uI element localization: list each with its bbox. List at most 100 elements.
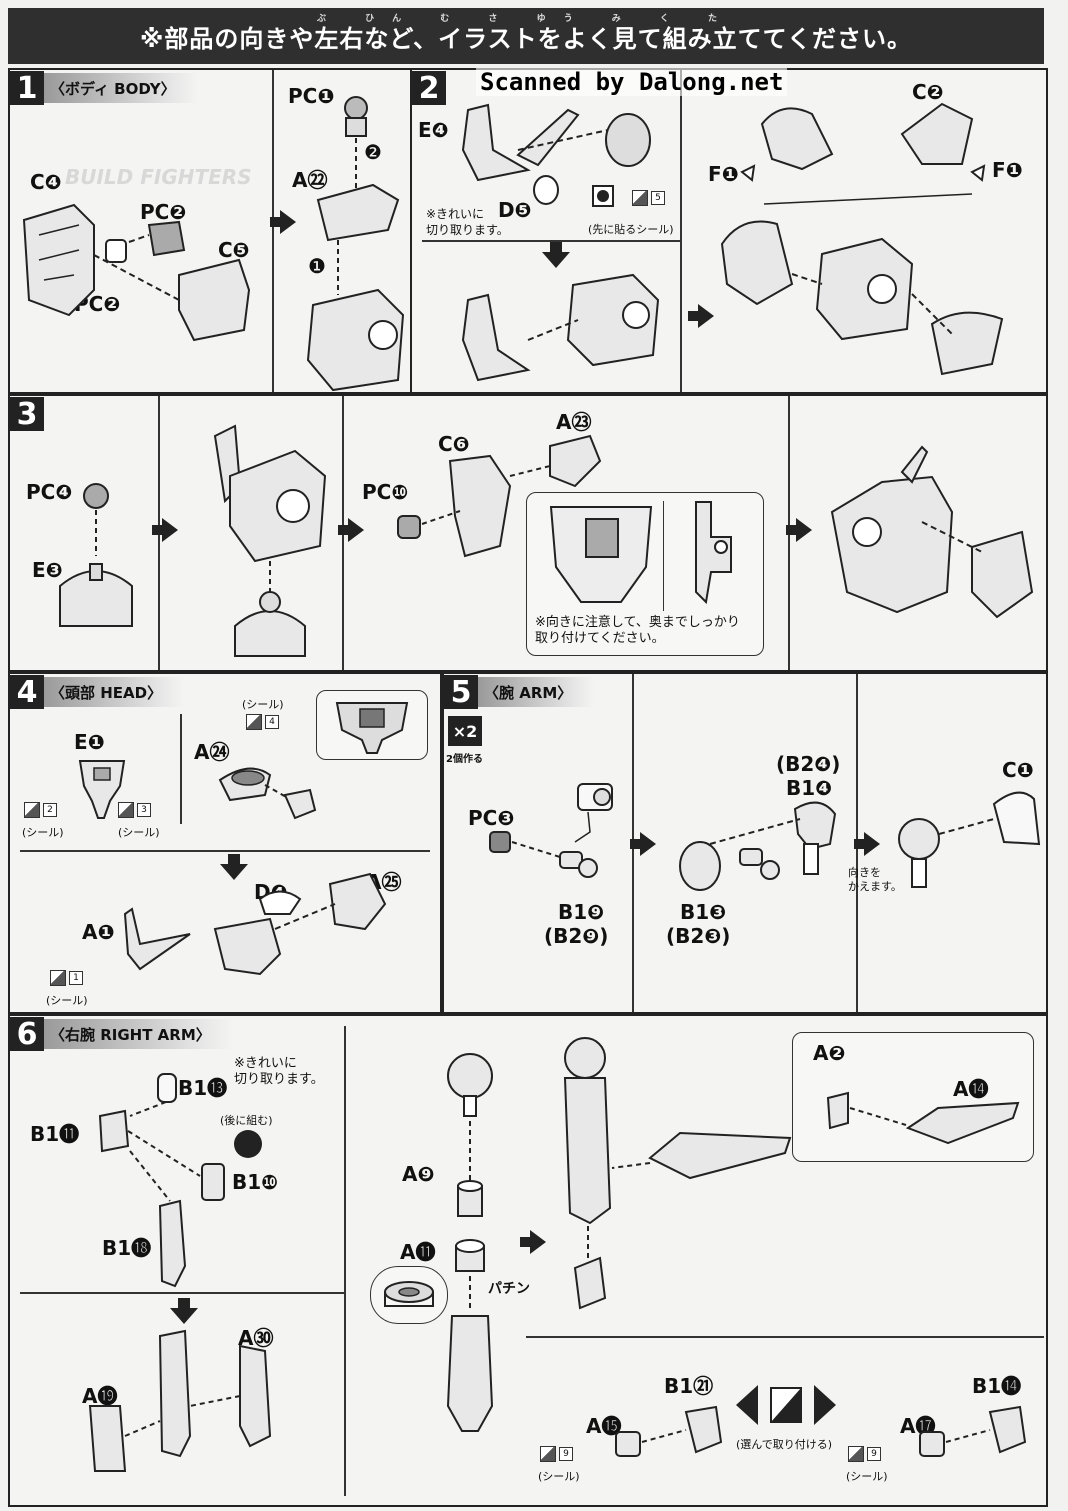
step-1-bg-text: BUILD FIGHTERS (65, 165, 252, 189)
note-seal-first: (先に貼るシール) (588, 223, 674, 236)
step-2-divider (680, 70, 682, 392)
seal-caption-9-left: (シール) (538, 1470, 580, 1483)
step-4-header: 4 〈頭部 HEAD〉 (10, 674, 185, 710)
make-two-note: 2個作る (446, 754, 483, 765)
weapon-detail-inset: A❷ A⓮ (792, 1032, 1034, 1162)
step-3-arrow-3 (786, 518, 812, 542)
choose-either-icon (736, 1385, 836, 1425)
seal-caption-4: (シール) (242, 698, 284, 711)
elbow-detail-drawing (384, 1281, 434, 1307)
step-6-divider-3 (526, 1336, 1044, 1338)
step-1-header: 1 〈ボディ BODY〉 (10, 70, 198, 106)
step-5-header: 5 〈腕 ARM〉 (444, 674, 595, 710)
sticker-icon (848, 1446, 864, 1462)
sticker-4: 4 (246, 714, 279, 730)
label-pc4: PC❹ (26, 480, 73, 504)
step-2-panel: 2 E❹ D❺ ※きれいに 切り取ります。 (先に貼るシール) 5 C❷ (410, 68, 1048, 394)
step-5-title: 〈腕 ARM〉 (478, 677, 595, 707)
head-frame-drawing (461, 103, 651, 207)
label-a9: A❾ (402, 1162, 435, 1186)
label-e3: E❸ (32, 558, 63, 582)
body-front-part-drawing (22, 203, 251, 342)
label-e1: E❶ (74, 730, 105, 754)
note-choose: (選んで取り付ける) (736, 1438, 833, 1451)
step-5-arrow-1 (630, 832, 656, 856)
sticker-icon (118, 802, 134, 818)
inset-divider (663, 501, 664, 611)
label-b29: (B2❾) (544, 924, 609, 948)
seal-caption-9-right: (シール) (846, 1470, 888, 1483)
face-detail-drawing (335, 702, 409, 754)
sticker-number: 5 (651, 191, 665, 205)
step-2-arrow (688, 304, 714, 328)
elbow-detail-inset (370, 1266, 448, 1324)
sticker-number: 9 (867, 1447, 881, 1461)
label-pc10: PC❿ (362, 480, 409, 504)
step-4-title: 〈頭部 HEAD〉 (44, 677, 185, 707)
label-b114: B1⓮ (972, 1374, 1022, 1398)
sticker-9-right: 9 (848, 1446, 881, 1462)
note-caution: ※向きに注意して、奥までしっかり 取り付けてください。 (535, 615, 740, 646)
step-2-number: 2 (412, 71, 446, 106)
head-on-neck-drawing (213, 424, 327, 657)
label-b113: B1⓭ (178, 1076, 228, 1100)
note-clean-cut-2: ※きれいに 切り取ります。 (426, 207, 509, 237)
seal-caption-2: (シール) (22, 826, 64, 839)
label-b110: B1❿ (232, 1170, 279, 1194)
head-assembly-drawing (461, 273, 660, 382)
head-crest-drawing (218, 767, 317, 820)
body-core-drawing (306, 96, 405, 392)
label-a2: A❷ (813, 1041, 846, 1065)
face-detail-inset (316, 690, 428, 760)
label-f1-right: F❶ (992, 158, 1023, 182)
label-e4: E❹ (418, 118, 449, 142)
seal-caption-1: (シール) (46, 994, 88, 1007)
label-pc3: PC❸ (468, 806, 515, 830)
step-3-header: 3 (10, 396, 44, 432)
label-b121: B1㉑ (664, 1374, 714, 1398)
head-torso-assembly-drawing (830, 445, 1034, 619)
label-b13: B1❸ (680, 900, 727, 924)
sticker-number: 2 (43, 803, 57, 817)
label-c4: C❹ (30, 170, 62, 194)
label-pc1: PC❶ (288, 84, 335, 108)
step-6-divider-1 (344, 1026, 346, 1496)
make-two-badge: ×2 (448, 716, 482, 746)
step-2-down-arrow (542, 242, 570, 268)
sticker-number: 9 (559, 1447, 573, 1461)
scanner-watermark: Scanned by Dalong.net (476, 68, 788, 96)
label-c5: C❺ (218, 238, 250, 262)
step-3-number: 3 (10, 397, 44, 432)
note-turn: 向きを かえます。 (848, 866, 902, 893)
warning-banner: ぶ ひん む さ ゆう み く た ※部品の向きや左右など、イラストをよく見て組… (8, 8, 1044, 64)
step-4-divider-h (20, 850, 430, 852)
sticker-3: 3 (118, 802, 151, 818)
forearm-parts-drawing (98, 1073, 262, 1288)
step-1-panel: 1 〈ボディ BODY〉 BUILD FIGHTERS C❹ PC❷ C❺ PC… (8, 68, 414, 394)
step-6-title: 〈右腕 RIGHT ARM〉 (44, 1019, 233, 1049)
face-part-drawing (78, 760, 126, 819)
step-6-down-arrow (170, 1298, 198, 1324)
step-6-header: 6 〈右腕 RIGHT ARM〉 (10, 1016, 233, 1052)
step-5-arrow-2 (854, 832, 880, 856)
sticker-5: 5 (632, 190, 665, 206)
step-1-divider (272, 70, 274, 392)
snap-note: パチン (488, 1281, 530, 1297)
step-2-hdivider (422, 240, 680, 242)
neck-parts-drawing (59, 483, 133, 627)
label-b14: B1❹ (786, 776, 833, 800)
label-b23: (B2❸) (666, 924, 731, 948)
step-4-down-arrow (220, 854, 248, 880)
step-3-arrow-1 (152, 518, 178, 542)
step-6-number: 6 (10, 1017, 44, 1052)
step-5-number: 5 (444, 675, 478, 710)
hand-right-drawing (919, 1405, 1027, 1457)
label-a24: A㉔ (194, 740, 230, 764)
label-b19: B1❾ (558, 900, 605, 924)
label-a14: A⓮ (953, 1077, 989, 1101)
label-a22: A㉒ (292, 168, 328, 192)
upper-arm-drawing (679, 801, 837, 891)
instruction-page: ぶ ひん む さ ゆう み く た ※部品の向きや左右など、イラストをよく見て組… (8, 8, 1048, 1507)
step-4-panel: 4 〈頭部 HEAD〉 E❶ 2 (シール) 3 (シール) (シール) 4 A… (8, 672, 442, 1014)
step-1-arrow (270, 210, 296, 234)
